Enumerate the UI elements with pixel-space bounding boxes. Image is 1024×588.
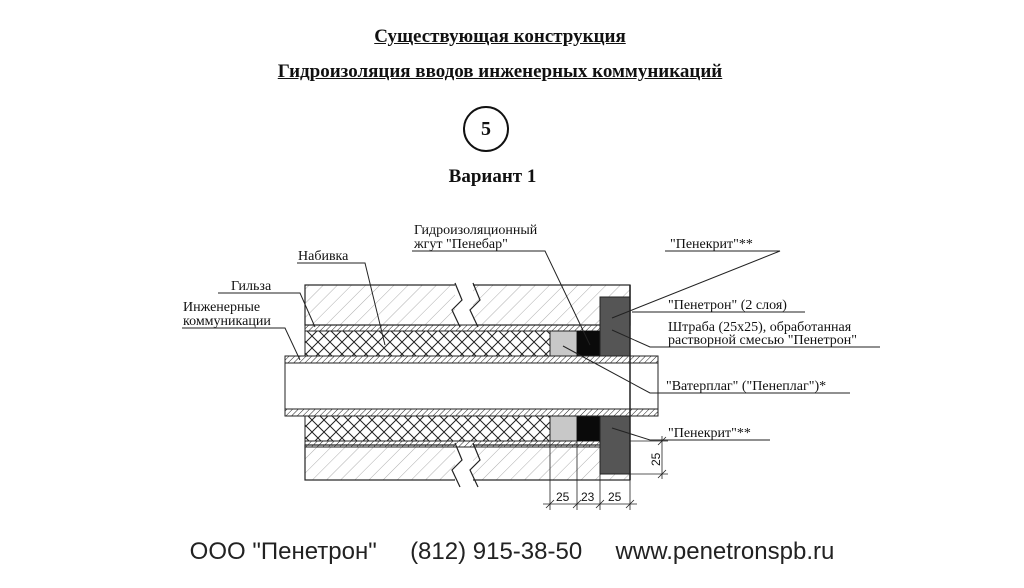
sleeve-bottom bbox=[304, 440, 601, 448]
pipe-wall-top bbox=[284, 355, 659, 364]
label-penetron: "Пенетрон" (2 слоя) bbox=[668, 298, 787, 313]
variant-label: Вариант 1 bbox=[448, 166, 537, 187]
penebar-bottom bbox=[577, 416, 600, 441]
label-shtraba-line2: растворной смесью "Пенетрон" bbox=[668, 333, 857, 348]
dim-2: 23 bbox=[581, 490, 595, 504]
label-zhgut-line1: Гидроизоляционный bbox=[414, 223, 538, 238]
leader-nabivka bbox=[297, 262, 386, 346]
label-zhgut-line2: жгут "Пенебар" bbox=[413, 237, 508, 252]
dim-3: 25 bbox=[608, 490, 622, 504]
leader-penekrit-bottom bbox=[611, 427, 770, 441]
footer: ООО "Пенетрон" (812) 915-38-50 www.penet… bbox=[0, 538, 1024, 566]
penekrit-bottom bbox=[599, 415, 631, 475]
penebar-top bbox=[577, 331, 600, 356]
footer-phone: (812) 915-38-50 bbox=[410, 538, 583, 565]
footer-website: www.penetronspb.ru bbox=[615, 538, 835, 565]
vaterplag-bottom bbox=[549, 415, 578, 442]
break-mark-top bbox=[451, 282, 463, 328]
footer-company: ООО "Пенетрон" bbox=[189, 538, 377, 565]
leader-eng bbox=[182, 327, 301, 361]
label-eng-line1: Инженерные bbox=[183, 300, 260, 315]
dim-vertical: 25 bbox=[649, 452, 663, 466]
vaterplag-top bbox=[549, 330, 578, 357]
packing-bottom bbox=[304, 415, 551, 442]
label-penekrit-bottom: "Пенекрит"** bbox=[668, 426, 751, 441]
pipe-wall-bottom bbox=[284, 408, 659, 417]
diagram-subtitle: Гидроизоляция вводов инженерных коммуник… bbox=[277, 61, 723, 82]
label-shtraba-line1: Штраба (25х25), обработанная bbox=[668, 320, 852, 335]
label-vaterplag: "Ватерплаг" ("Пенеплаг")* bbox=[666, 379, 826, 394]
diagram-title: Существующая конструкция bbox=[374, 26, 626, 47]
sleeve-top bbox=[304, 324, 601, 332]
break-mark-bottom bbox=[451, 442, 463, 488]
dim-1: 25 bbox=[556, 490, 570, 504]
leader-shtraba bbox=[611, 329, 880, 348]
label-penekrit-top: "Пенекрит"** bbox=[670, 237, 753, 252]
leader-zhgut bbox=[412, 250, 591, 346]
pipe bbox=[284, 362, 659, 410]
label-gilza: Гильза bbox=[231, 279, 272, 294]
penekrit-top bbox=[599, 296, 631, 357]
packing-top bbox=[304, 330, 551, 357]
label-eng-line2: коммуникации bbox=[183, 314, 271, 329]
label-nabivka: Набивка bbox=[298, 249, 349, 264]
leader-penekrit-top bbox=[611, 250, 781, 319]
figure-number: 5 bbox=[463, 106, 509, 152]
leader-vaterplag bbox=[562, 345, 850, 394]
leader-gilza bbox=[218, 292, 316, 328]
